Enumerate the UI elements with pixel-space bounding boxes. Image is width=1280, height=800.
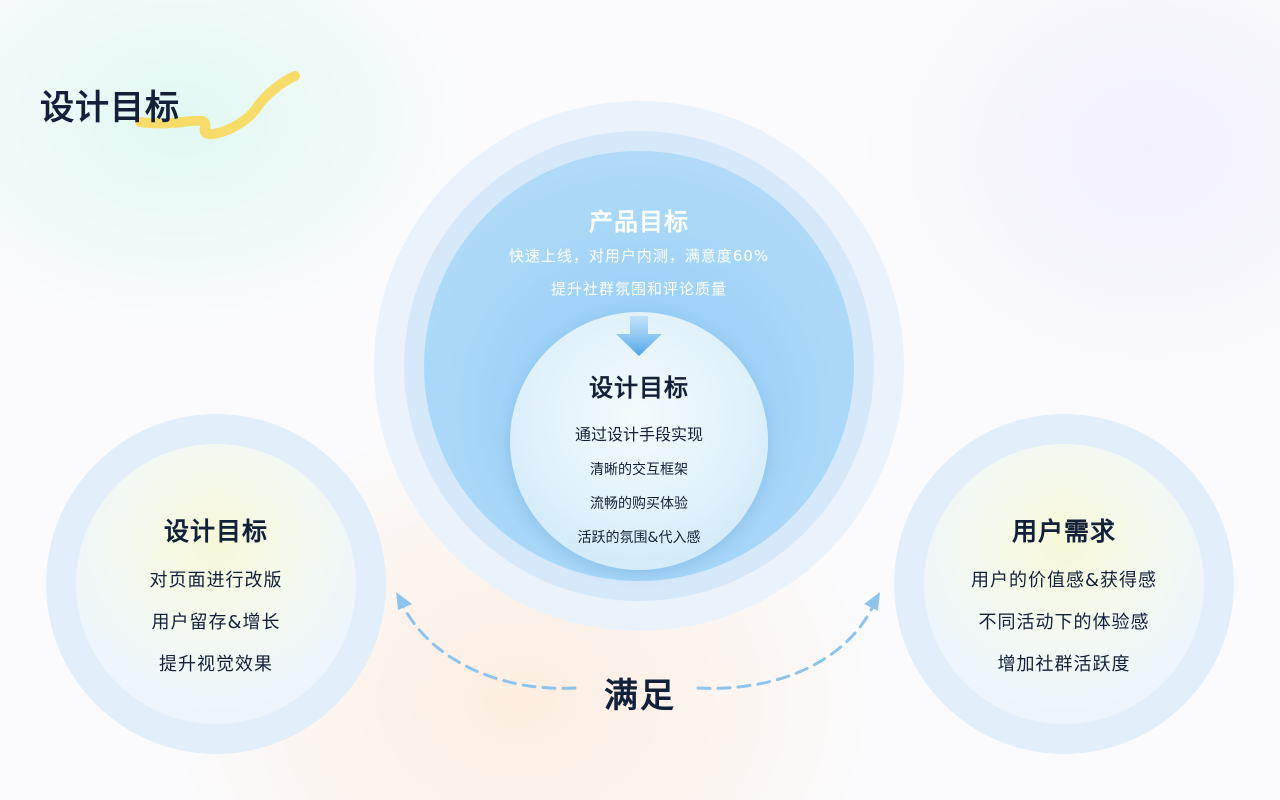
- right-circle-block: 用户需求 用户的价值感&获得感 不同活动下的体验感 增加社群活跃度: [924, 512, 1204, 676]
- right-circle-item: 不同活动下的体验感: [978, 612, 1150, 633]
- left-circle-item: 用户留存&增长: [151, 612, 281, 633]
- right-circle-item: 增加社群活跃度: [997, 654, 1131, 675]
- left-circle-item: 提升视觉效果: [159, 654, 273, 675]
- product-goal-title: 产品目标: [589, 208, 689, 236]
- design-goal-core-item: 清晰的交互框架: [590, 462, 688, 478]
- product-goal-line: 快速上线，对用户内测，满意度60%: [508, 247, 770, 265]
- satisfy-label: 满足: [604, 676, 676, 716]
- left-arrow-head: [396, 592, 412, 610]
- page-title-text: 设计目标: [40, 88, 180, 128]
- design-goal-core-block: 设计目标 通过设计手段实现 清晰的交互框架 流畅的购买体验 活跃的氛围&代入感: [510, 368, 768, 547]
- design-goal-core-item: 流畅的购买体验: [590, 496, 688, 512]
- design-goal-core-item: 活跃的氛围&代入感: [577, 530, 701, 546]
- design-goal-core-title: 设计目标: [589, 374, 689, 402]
- design-goal-core-subtitle: 通过设计手段实现: [574, 425, 703, 444]
- right-circle-title: 用户需求: [1011, 517, 1116, 546]
- right-dashed-arrow: [696, 602, 876, 690]
- left-circle: [76, 444, 356, 724]
- right-circle-item: 用户的价值感&获得感: [970, 570, 1158, 591]
- squiggle-decoration: [135, 71, 300, 140]
- page-title: 设计目标: [40, 70, 310, 140]
- product-goal-block: 产品目标 快速上线，对用户内测，满意度60% 提升社群氛围和评论质量: [464, 202, 814, 299]
- product-goal-line: 提升社群氛围和评论质量: [550, 280, 727, 298]
- left-dashed-arrow: [400, 602, 577, 690]
- right-circle: [924, 444, 1204, 724]
- left-circle-item: 对页面进行改版: [149, 570, 283, 591]
- left-circle-title: 设计目标: [163, 517, 268, 546]
- down-arrow-icon: [616, 316, 662, 356]
- left-circle-block: 设计目标 对页面进行改版 用户留存&增长 提升视觉效果: [76, 512, 356, 676]
- right-arrow-head: [864, 592, 880, 611]
